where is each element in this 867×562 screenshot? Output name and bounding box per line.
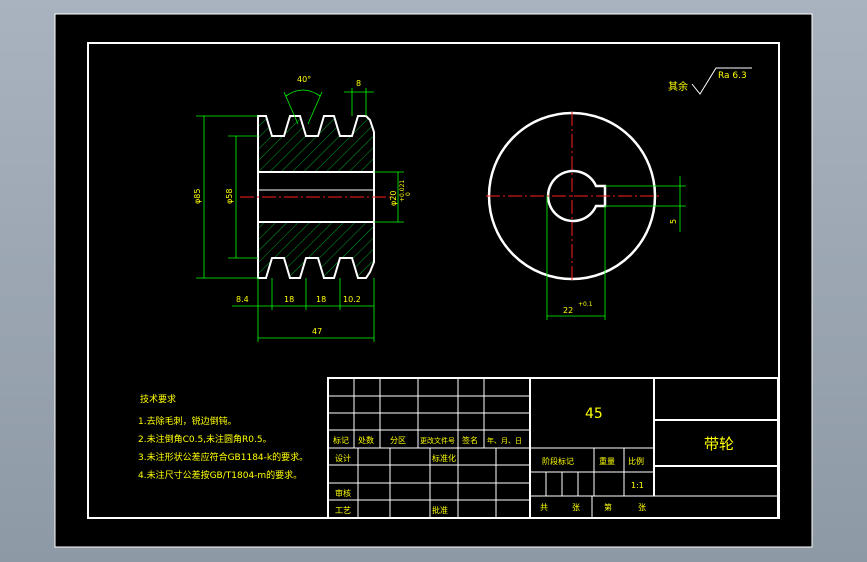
tb-design-label: 设计 <box>335 453 351 463</box>
tech-req-item: 4.未注尺寸公差按GB/T1804-m的要求。 <box>138 469 302 481</box>
roughness-value: Ra 6.3 <box>718 71 747 81</box>
dim-angle: 40° <box>297 75 311 84</box>
tb-stage-label: 阶段标记 <box>542 456 574 466</box>
pulley-front-view: 22 +0.1 5 <box>486 111 686 320</box>
tb-weight-label: 重量 <box>599 456 615 466</box>
title-block: 标记 处数 分区 更改文件号 签名 年、月、日 设计 标准化 审核 工艺 批准 … <box>327 377 779 519</box>
tech-req-item: 1.去除毛刺，锐边倒钝。 <box>138 415 237 427</box>
tb-sheet-no-label: 第 <box>604 502 612 512</box>
tb-header-date: 年、月、日 <box>487 436 522 445</box>
tech-req-item: 2.未注倒角C0.5,未注圆角R0.5。 <box>138 433 272 445</box>
tb-review-label: 审核 <box>335 488 351 498</box>
dim-bore-tol-upper: +0.021 <box>399 180 406 202</box>
tb-process-label: 工艺 <box>335 506 351 515</box>
tb-scale-value: 1:1 <box>631 481 644 490</box>
drawing-area <box>54 13 813 548</box>
tb-header-count: 处数 <box>358 435 374 445</box>
pulley-section-view: 40° 8 φ85 φ58 φ20 +0.021 0 8.4 18 18 10.… <box>193 75 412 342</box>
tech-req-item: 3.未注形状公差应符合GB1184-k的要求。 <box>138 451 308 463</box>
dim-key-tol: +0.1 <box>578 301 593 308</box>
dim-bore-dia: φ20 <box>389 191 398 206</box>
tb-standardize-label: 标准化 <box>432 453 456 463</box>
tb-sheets-total-label: 共 <box>540 503 548 512</box>
dim-top-pitch: 8 <box>356 79 361 88</box>
tb-header-zone: 分区 <box>390 436 406 445</box>
dim-width-c: 18 <box>316 295 326 304</box>
roughness-symbol <box>691 67 752 95</box>
tb-header-mark: 标记 <box>333 435 349 445</box>
dim-total-width: 47 <box>312 327 322 336</box>
pulley-lower-section <box>257 221 375 279</box>
dim-key-width: 5 <box>669 219 678 224</box>
tb-approve-label: 批准 <box>432 505 448 515</box>
tb-sheets-unit-label: 张 <box>572 503 580 512</box>
roughness-note: 其余 Ra 6.3 <box>668 67 752 95</box>
dim-width-d: 10.2 <box>343 295 361 304</box>
pulley-upper-section <box>257 115 375 173</box>
tb-sheet-unit-label: 张 <box>638 503 646 512</box>
tb-header-doc: 更改文件号 <box>420 436 455 445</box>
tb-part-name: 带轮 <box>704 435 734 453</box>
tech-requirements: 技术要求 1.去除毛刺，锐边倒钝。 2.未注倒角C0.5,未注圆角R0.5。 3… <box>138 393 308 481</box>
tb-scale-label: 比例 <box>628 456 644 466</box>
roughness-label: 其余 <box>668 80 688 93</box>
dim-inner-dia: φ58 <box>225 189 234 204</box>
tb-header-sign: 签名 <box>462 435 478 445</box>
dim-key-height: 22 <box>563 306 573 315</box>
dim-width-a: 8.4 <box>236 295 249 304</box>
dim-outer-dia: φ85 <box>193 189 202 204</box>
dim-bore-tol-lower: 0 <box>405 192 412 196</box>
dim-width-b: 18 <box>284 295 294 304</box>
tech-req-title: 技术要求 <box>140 393 176 405</box>
tb-material: 45 <box>585 406 603 422</box>
bore-with-keyway <box>546 169 607 223</box>
